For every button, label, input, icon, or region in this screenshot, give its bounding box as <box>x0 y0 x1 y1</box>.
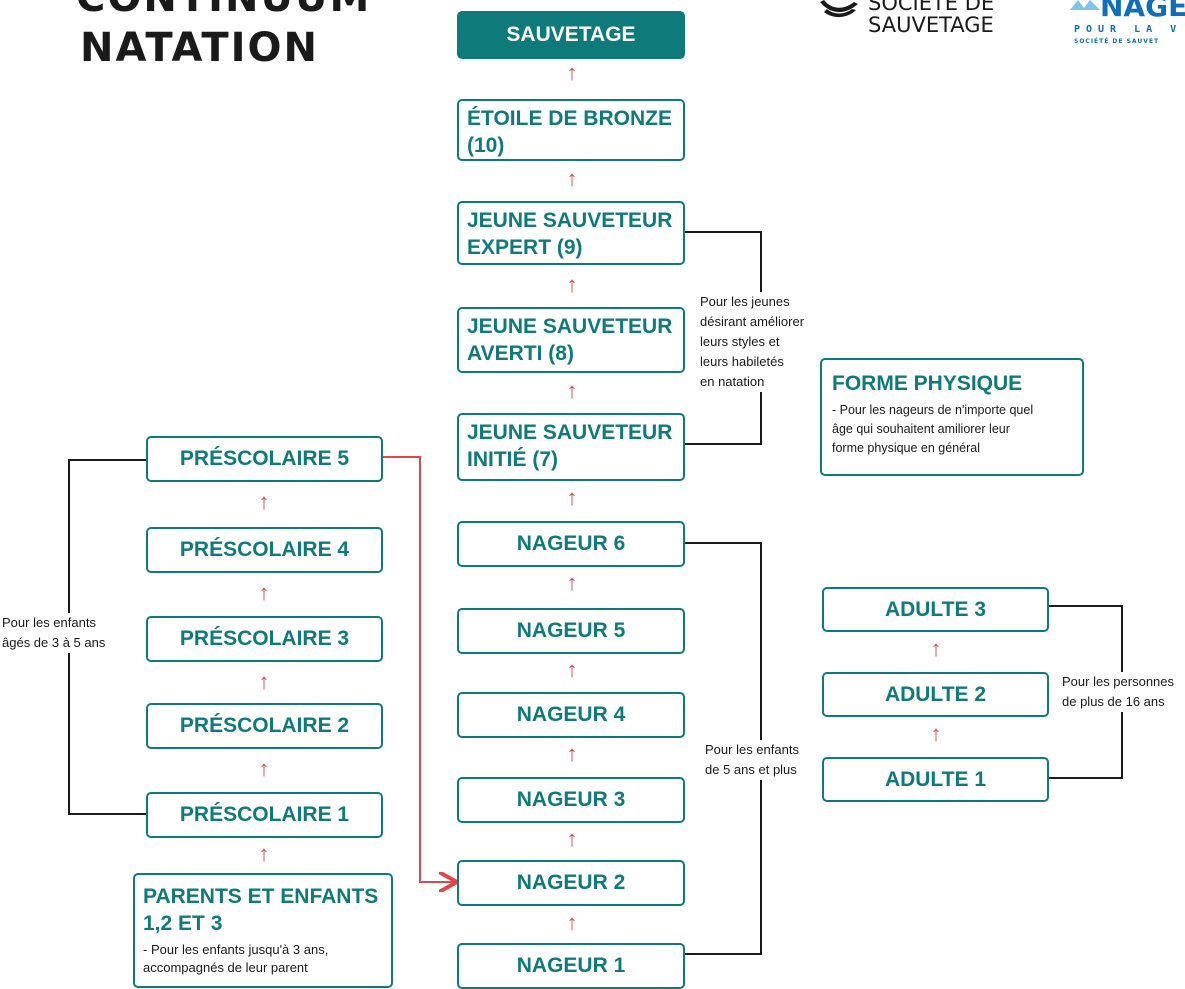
forme-physique-desc: - Pour les nageurs de n'importe quel âge… <box>832 403 1034 455</box>
arrow-up-icon: ↑ <box>566 910 578 935</box>
societe-logo-line2: SAUVETAGE <box>868 13 994 37</box>
arrow-up-icon: ↑ <box>566 272 578 297</box>
box-jeune-initie: JEUNE SAUVETEUR INITIÉ (7) <box>457 413 685 481</box>
nager-logo-sub1: POUR LA V <box>1074 24 1183 35</box>
box-nageur-3: NAGEUR 3 <box>457 777 685 823</box>
arrow-up-icon: ↑ <box>930 721 942 746</box>
box-etoile-bronze: ÉTOILE DE BRONZE (10) <box>457 99 685 161</box>
arrow-up-icon: ↑ <box>566 741 578 766</box>
box-nageur-2: NAGEUR 2 <box>457 860 685 906</box>
forme-physique-heading: FORME PHYSIQUE <box>832 372 1023 395</box>
box-forme-physique: FORME PHYSIQUE - Pour les nageurs de n'i… <box>820 358 1084 476</box>
arrow-up-icon: ↑ <box>258 580 270 605</box>
note-enfants-5-plus: Pour les enfants de 5 ans et plus <box>705 740 799 780</box>
box-nageur-6: NAGEUR 6 <box>457 521 685 567</box>
nager-logo-sub2: SOCIÉTÉ DE SAUVET <box>1074 38 1160 45</box>
note-enfants-3-5: Pour les enfants âgés de 3 à 5 ans <box>2 613 106 653</box>
arrow-up-icon: ↑ <box>566 485 578 510</box>
box-adulte-2: ADULTE 2 <box>822 672 1049 717</box>
arrow-up-icon: ↑ <box>566 657 578 682</box>
box-prescolaire-5: PRÉSCOLAIRE 5 <box>146 436 383 482</box>
box-prescolaire-2: PRÉSCOLAIRE 2 <box>146 703 383 749</box>
note-jeunes: Pour les jeunes désirant améliorer leurs… <box>700 292 805 392</box>
link-prescolaire5-to-nageur2 <box>383 456 455 882</box>
box-prescolaire-4: PRÉSCOLAIRE 4 <box>146 527 383 573</box>
arrow-up-icon: ↑ <box>566 826 578 851</box>
arrow-up-icon: ↑ <box>566 378 578 403</box>
box-adulte-3: ADULTE 3 <box>822 587 1049 632</box>
arrow-up-icon: ↑ <box>258 489 270 514</box>
note-personnes-16: Pour les personnes de plus de 16 ans <box>1062 672 1175 712</box>
box-prescolaire-3: PRÉSCOLAIRE 3 <box>146 616 383 662</box>
box-sauvetage: SAUVETAGE <box>457 11 685 59</box>
box-nageur-1: NAGEUR 1 <box>457 943 685 989</box>
arrow-up-icon: ↑ <box>258 841 270 866</box>
title-line-1: CONTINUUM <box>76 0 371 18</box>
box-jeune-averti: JEUNE SAUVETEUR AVERTI (8) <box>457 307 685 373</box>
box-adulte-1: ADULTE 1 <box>822 757 1049 802</box>
arrow-up-icon: ↑ <box>566 60 578 85</box>
arrow-up-icon: ↑ <box>930 636 942 661</box>
box-nageur-4: NAGEUR 4 <box>457 692 685 738</box>
parents-enfants-heading: PARENTS ET ENFANTS 1,2 ET 3 <box>143 885 379 935</box>
arrow-up-icon: ↑ <box>258 669 270 694</box>
societe-logo-line1: SOCIÉTÉ DE <box>868 0 995 15</box>
wave-logo-icon <box>1070 0 1100 10</box>
arrow-up-icon: ↑ <box>566 166 578 191</box>
parents-enfants-desc: - Pour les enfants jusqu'à 3 ans, accomp… <box>143 942 329 975</box>
arrow-up-icon: ↑ <box>566 570 578 595</box>
box-jeune-expert: JEUNE SAUVETEUR EXPERT (9) <box>457 201 685 265</box>
box-parents-enfants: PARENTS ET ENFANTS 1,2 ET 3 - Pour les e… <box>133 873 393 988</box>
box-nageur-5: NAGEUR 5 <box>457 608 685 654</box>
box-prescolaire-1: PRÉSCOLAIRE 1 <box>146 792 383 838</box>
arrow-up-icon: ↑ <box>258 756 270 781</box>
nager-logo-main: NAGE <box>1100 0 1185 23</box>
title-line-2: NATATION <box>80 25 320 71</box>
swimmer-logo-icon <box>820 0 858 18</box>
